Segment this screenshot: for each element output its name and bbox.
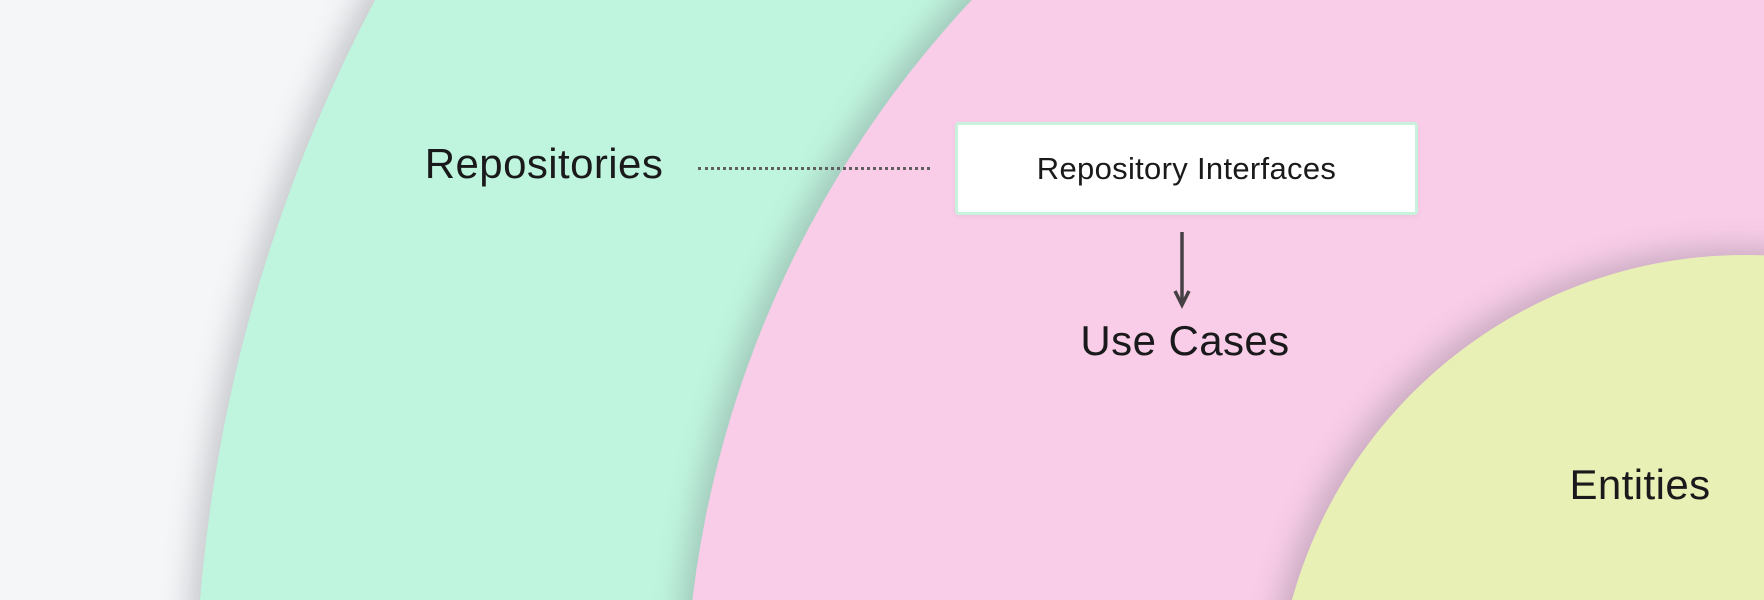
- repository-interfaces-label: Repository Interfaces: [1036, 150, 1337, 186]
- dotted-connector-line: [698, 167, 930, 170]
- repository-interfaces-box: Repository Interfaces: [955, 122, 1418, 215]
- entities-label: Entities: [1569, 461, 1711, 508]
- repositories-label: Repositories: [424, 140, 664, 187]
- down-arrow-icon: [1173, 232, 1191, 309]
- use-cases-label: Use Cases: [1080, 317, 1290, 364]
